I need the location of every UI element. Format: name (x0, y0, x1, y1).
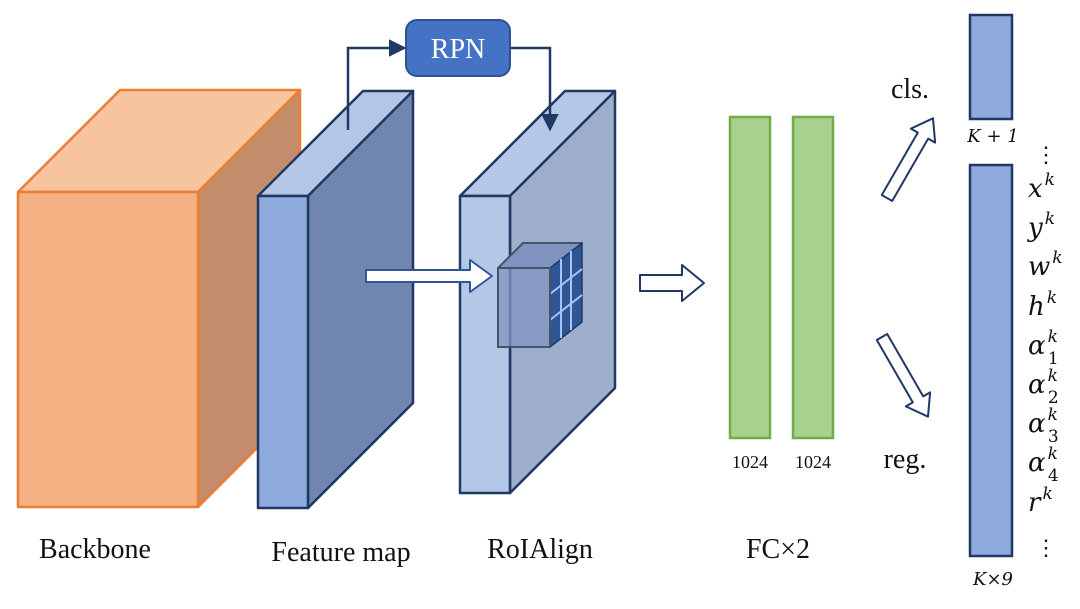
reg-branch-arrow (875, 333, 932, 418)
roi-to-fc-arrow (639, 264, 705, 302)
rpn-to-roi-arrow (510, 46, 559, 132)
reg-label: reg. (884, 444, 927, 475)
feature-to-roi-arrow (365, 259, 493, 293)
reg-dimension: K×9 (972, 569, 1013, 590)
rpn-box: RPN (405, 19, 511, 77)
cls-branch-arrow (880, 117, 937, 202)
fc-layer-2 (791, 115, 835, 440)
fc-layer-1 (728, 115, 772, 440)
ellipsis-bottom: ⋮ (1035, 535, 1057, 560)
fc-label: FC×2 (746, 534, 810, 565)
ellipsis-top: ⋮ (1035, 142, 1057, 167)
fc2-dimension: 1024 (795, 452, 831, 472)
roialign-label: RoIAlign (487, 534, 593, 565)
fc1-dimension: 1024 (732, 452, 768, 472)
backbone-label: Backbone (39, 534, 151, 565)
cls-label: cls. (891, 74, 929, 105)
cls-dimension: K + 1 (966, 126, 1018, 147)
roi-cube (497, 242, 583, 348)
feature-map-label: Feature map (271, 537, 410, 568)
reg-output-vector (968, 163, 1014, 558)
backbone-block (16, 88, 302, 509)
cls-output-vector (968, 13, 1014, 121)
feature-map-block (256, 89, 415, 510)
rpn-label: RPN (431, 34, 485, 65)
feature-to-rpn-arrow (346, 39, 407, 130)
